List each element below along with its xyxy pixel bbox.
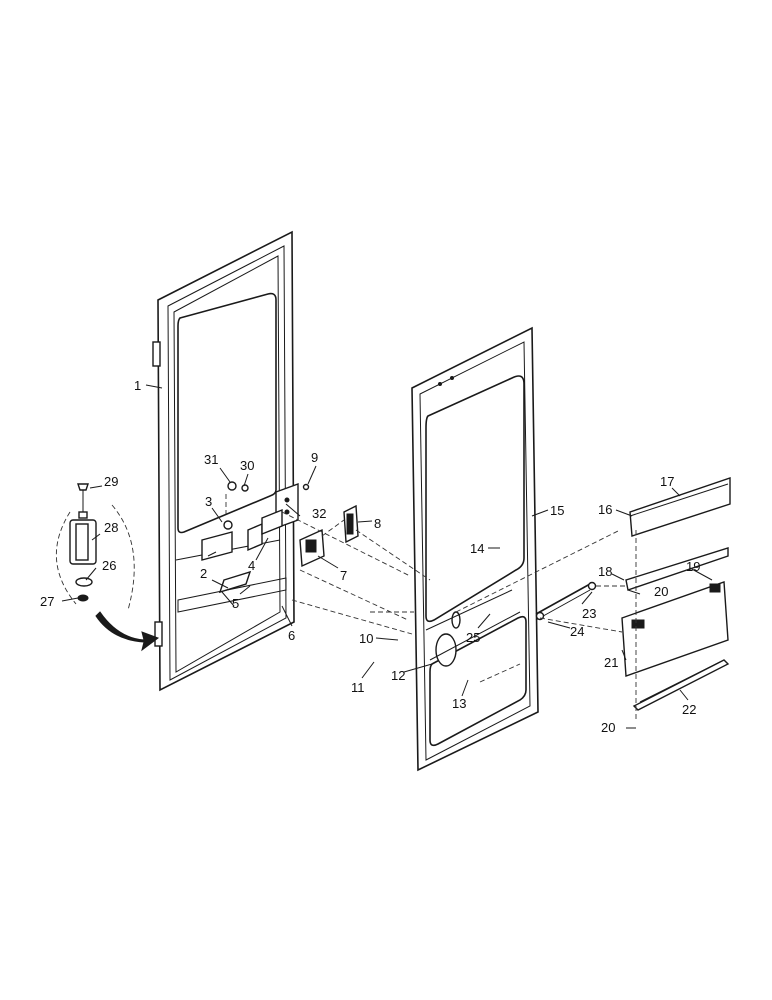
- callout-27: 27: [40, 594, 54, 609]
- callout-14: 14: [470, 541, 484, 556]
- callout-19: 19: [686, 559, 700, 574]
- right-door-frame: [411, 326, 539, 772]
- cover-panel-21: [621, 581, 729, 677]
- callout-20-lower: 20: [601, 720, 615, 735]
- callout-15: 15: [550, 503, 564, 518]
- hinge-detail-inset: [55, 483, 160, 652]
- callout-5: 5: [232, 596, 239, 611]
- callout-3: 3: [205, 494, 212, 509]
- latch-assembly: [299, 483, 359, 568]
- callout-25: 25: [466, 630, 480, 645]
- callout-23: 23: [582, 606, 596, 621]
- upper-hinge: [152, 341, 161, 367]
- callout-21: 21: [604, 655, 618, 670]
- callout-10: 10: [359, 631, 373, 646]
- explosion-guide-lines: [225, 494, 637, 720]
- callout-31: 31: [204, 452, 218, 467]
- callout-20-upper: 20: [654, 584, 668, 599]
- callout-28: 28: [104, 520, 118, 535]
- callout-12: 12: [391, 668, 405, 683]
- callout-9: 9: [311, 450, 318, 465]
- callout-30: 30: [240, 458, 254, 473]
- callout-29: 29: [104, 474, 118, 489]
- bottom-strip-22: [632, 659, 730, 711]
- callout-11: 11: [351, 680, 365, 695]
- callout-26: 26: [102, 558, 116, 573]
- control-rod: [535, 581, 597, 621]
- callout-4: 4: [248, 558, 255, 573]
- lower-hinge: [154, 621, 163, 647]
- strip-18: [625, 547, 729, 591]
- interior-handle-assembly: [201, 481, 283, 607]
- callout-13: 13: [452, 696, 466, 711]
- callout-labels: 1 2 3 4 5 6 7 8 9 10 11 12 13 14 15 16 1…: [40, 378, 700, 735]
- callout-8: 8: [374, 516, 381, 531]
- callout-16: 16: [598, 502, 612, 517]
- leader-lines: [61, 384, 713, 729]
- callout-2: 2: [200, 566, 207, 581]
- left-door-frame: [152, 230, 299, 692]
- callout-6: 6: [288, 628, 295, 643]
- trim-panel-17: [629, 477, 731, 537]
- callout-7: 7: [340, 568, 347, 583]
- callout-18: 18: [598, 564, 612, 579]
- callout-22: 22: [682, 702, 696, 717]
- callout-24: 24: [570, 624, 584, 639]
- callout-32: 32: [312, 506, 326, 521]
- callout-17: 17: [660, 474, 674, 489]
- callout-1: 1: [134, 378, 141, 393]
